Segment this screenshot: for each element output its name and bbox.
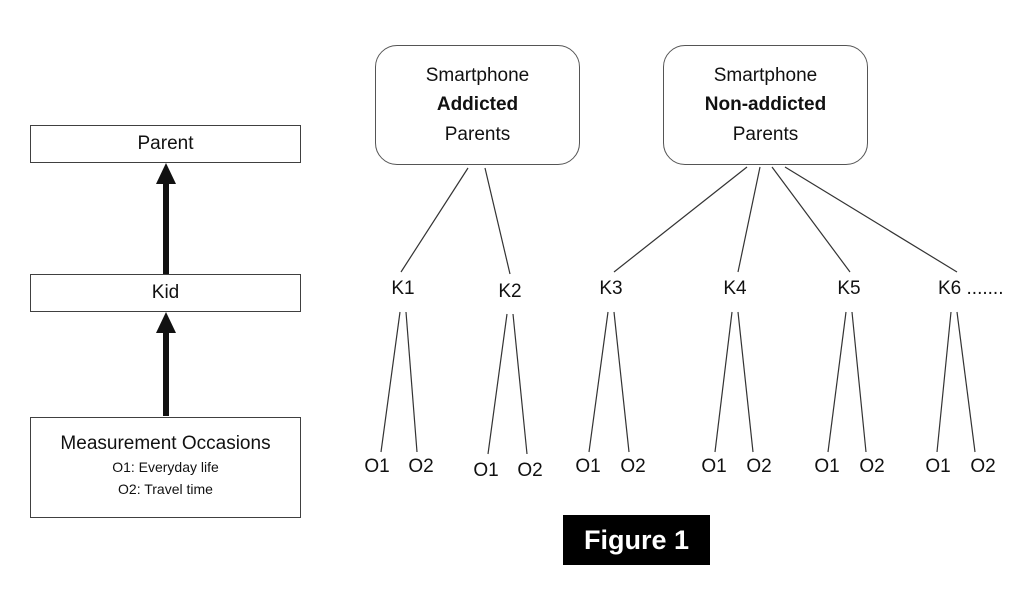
edge-k2-o2 bbox=[512, 313, 528, 455]
edge-k5-o1 bbox=[827, 311, 847, 453]
kid-node-k5: K5 bbox=[837, 278, 861, 299]
edge-addicted-k2 bbox=[484, 167, 511, 275]
edge-k4-o1 bbox=[714, 311, 733, 453]
occasion-k5-o1: O1 bbox=[814, 456, 840, 477]
occasion-k3-o2: O2 bbox=[620, 456, 646, 477]
measurement-occasions-box: Measurement Occasions O1: Everyday life … bbox=[30, 417, 301, 518]
group-line: Smartphone bbox=[425, 64, 530, 86]
occasion-k1-o2: O2 bbox=[408, 456, 434, 477]
occasion-k4-o1: O1 bbox=[701, 456, 727, 477]
edge-k3-o1 bbox=[588, 311, 609, 453]
kid-node-k3: K3 bbox=[599, 278, 623, 299]
edge-k2-o1 bbox=[487, 313, 508, 455]
group-line: Smartphone bbox=[713, 64, 818, 86]
smartphone-addicted-parents-box: Smartphone Addicted Parents bbox=[375, 45, 580, 165]
parent-label: Parent bbox=[137, 133, 194, 154]
edge-nonaddicted-k5 bbox=[771, 166, 851, 273]
edge-k3-o2 bbox=[613, 311, 630, 453]
occasion-k2-o1: O1 bbox=[473, 460, 499, 481]
group-line-bold: Addicted bbox=[436, 94, 519, 116]
occasion-k6-o1: O1 bbox=[925, 456, 951, 477]
edge-nonaddicted-k6 bbox=[784, 166, 958, 273]
group-line: Parents bbox=[732, 123, 799, 145]
edge-k6-o2 bbox=[956, 311, 976, 453]
measurement-occasion-2: O2: Travel time bbox=[118, 481, 213, 498]
occasion-k3-o1: O1 bbox=[575, 456, 601, 477]
parent-box: Parent bbox=[30, 125, 301, 163]
figure-caption-text: Figure 1 bbox=[583, 524, 690, 555]
kid-box: Kid bbox=[30, 274, 301, 312]
edge-nonaddicted-k4 bbox=[737, 166, 761, 273]
kid-label: Kid bbox=[151, 282, 180, 303]
edge-k1-o2 bbox=[405, 311, 418, 453]
smartphone-non-addicted-parents-box: Smartphone Non-addicted Parents bbox=[663, 45, 868, 165]
arrowhead-mo-to-kid bbox=[156, 312, 176, 333]
kid-node-k2: K2 bbox=[498, 281, 522, 302]
measurement-occasions-title: Measurement Occasions bbox=[60, 433, 271, 454]
edge-addicted-k1 bbox=[400, 167, 469, 273]
group-line: Parents bbox=[444, 123, 511, 145]
edge-k4-o2 bbox=[737, 311, 754, 453]
edge-k1-o1 bbox=[380, 311, 401, 453]
measurement-occasion-1: O1: Everyday life bbox=[112, 458, 219, 475]
figure-caption: Figure 1 bbox=[563, 515, 710, 565]
occasion-k5-o2: O2 bbox=[859, 456, 885, 477]
group-line-bold: Non-addicted bbox=[704, 94, 827, 116]
occasion-k6-o2: O2 bbox=[970, 456, 996, 477]
kid-node-k1: K1 bbox=[391, 278, 415, 299]
arrowhead-kid-to-parent bbox=[156, 163, 176, 184]
edge-k6-o1 bbox=[936, 311, 952, 453]
kid-node-k6: K6 ....... bbox=[938, 278, 1004, 299]
occasion-k1-o1: O1 bbox=[364, 456, 390, 477]
edge-k5-o2 bbox=[851, 311, 867, 453]
occasion-k4-o2: O2 bbox=[746, 456, 772, 477]
occasion-k2-o2: O2 bbox=[517, 460, 543, 481]
kid-node-k4: K4 bbox=[723, 278, 747, 299]
edge-nonaddicted-k3 bbox=[613, 166, 748, 273]
